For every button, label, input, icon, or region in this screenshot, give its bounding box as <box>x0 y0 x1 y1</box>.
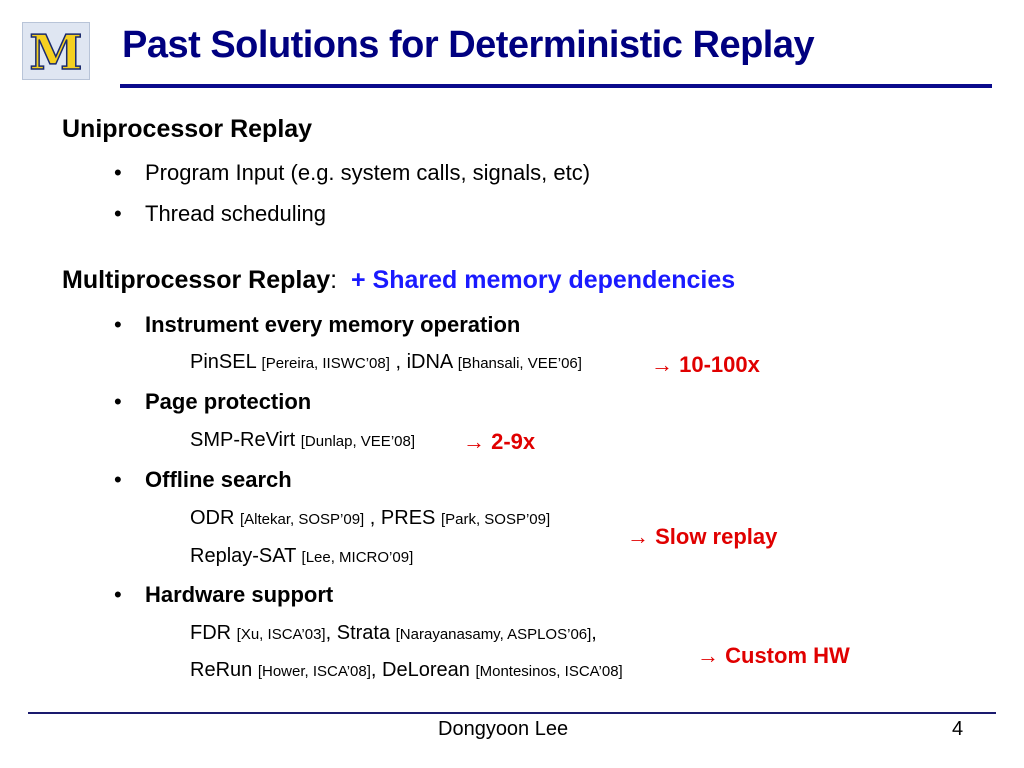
sub-text: PinSEL <box>190 351 262 373</box>
sub-line-rerun-delorean: ReRun [Hower, ISCA’08], DeLorean [Montes… <box>190 659 623 682</box>
multiprocessor-heading-text: Multiprocessor Replay <box>62 266 331 294</box>
citation: [Lee, MICRO’09] <box>301 549 414 566</box>
m-logo-icon: M <box>23 23 89 82</box>
uniprocessor-heading: Uniprocessor Replay <box>62 115 313 143</box>
citation: [Park, SOSP’09] <box>440 511 551 528</box>
sub-text: FDR <box>190 622 237 644</box>
logo-letter: M <box>29 25 82 79</box>
multiprocessor-heading: Multiprocessor Replay: + Shared memory d… <box>62 266 735 295</box>
sub-text: , <box>591 622 597 644</box>
sub-line-replay-sat: Replay-SAT [Lee, MICRO’09] <box>190 545 413 568</box>
note-slow-replay: → Slow replay <box>627 524 778 549</box>
citation: [Bhansali, VEE’06] <box>457 355 582 372</box>
bullet-thread-scheduling: • Thread scheduling <box>114 201 326 227</box>
note-custom-hw: → Custom HW <box>697 643 850 668</box>
bullet-hardware-support: • Hardware support <box>114 582 333 608</box>
shared-memory-highlight: + Shared memory dependencies <box>351 266 736 294</box>
heading-colon: : <box>330 266 338 294</box>
sub-text: , DeLorean <box>370 659 476 681</box>
citation: [Pereira, IISWC’08] <box>261 355 390 372</box>
university-logo: M <box>22 22 90 82</box>
bullet-text: Thread scheduling <box>145 201 327 226</box>
citation: [Narayanasamy, ASPLOS’06] <box>395 626 592 643</box>
sub-text: , Strata <box>325 622 396 644</box>
bullet-program-input: • Program Input (e.g. system calls, signa… <box>114 160 590 186</box>
bullet-text: Page protection <box>145 389 312 414</box>
bullet-dot: • <box>114 582 122 607</box>
bullet-text: Instrument every memory operation <box>145 312 521 337</box>
bullet-dot: • <box>114 389 122 414</box>
bullet-dot: • <box>114 201 122 226</box>
citation: [Montesinos, ISCA’08] <box>475 663 623 680</box>
sub-line-odr-pres: ODR [Altekar, SOSP’09] , PRES [Park, SOS… <box>190 507 550 530</box>
sub-line-pinsel-idna: PinSEL [Pereira, IISWC’08] , iDNA [Bhans… <box>190 351 582 374</box>
sub-line-fdr-strata: FDR [Xu, ISCA’03], Strata [Narayanasamy,… <box>190 622 597 645</box>
sub-text: , iDNA <box>389 351 458 373</box>
footer-divider <box>28 712 996 714</box>
bullet-page-protection: • Page protection <box>114 389 311 415</box>
bullet-text: Program Input (e.g. system calls, signal… <box>145 160 591 185</box>
title-divider <box>120 84 992 88</box>
bullet-dot: • <box>114 160 122 185</box>
sub-text: Replay-SAT <box>190 545 302 567</box>
bullet-dot: • <box>114 467 122 492</box>
slide-title: Past Solutions for Deterministic Replay <box>122 24 815 66</box>
citation: [Dunlap, VEE’08] <box>300 433 416 450</box>
bullet-instrument-memory: • Instrument every memory operation <box>114 312 520 338</box>
note-overhead-10-100x: → 10-100x <box>651 352 760 377</box>
sub-text: SMP-ReVirt <box>190 429 301 451</box>
sub-text: , PRES <box>364 507 441 529</box>
bullet-text: Offline search <box>145 467 292 492</box>
note-overhead-2-9x: → 2-9x <box>463 429 536 454</box>
citation: [Altekar, SOSP’09] <box>240 511 365 528</box>
page-number: 4 <box>952 718 964 740</box>
sub-text: ReRun <box>190 659 258 681</box>
bullet-offline-search: • Offline search <box>114 467 292 493</box>
bullet-text: Hardware support <box>145 582 334 607</box>
bullet-dot: • <box>114 312 122 337</box>
citation: [Xu, ISCA’03] <box>236 626 326 643</box>
citation: [Hower, ISCA’08] <box>257 663 371 680</box>
sub-line-smp-revirt: SMP-ReVirt [Dunlap, VEE’08] <box>190 429 415 452</box>
sub-text: ODR <box>190 507 240 529</box>
footer-author: Dongyoon Lee <box>438 718 569 740</box>
